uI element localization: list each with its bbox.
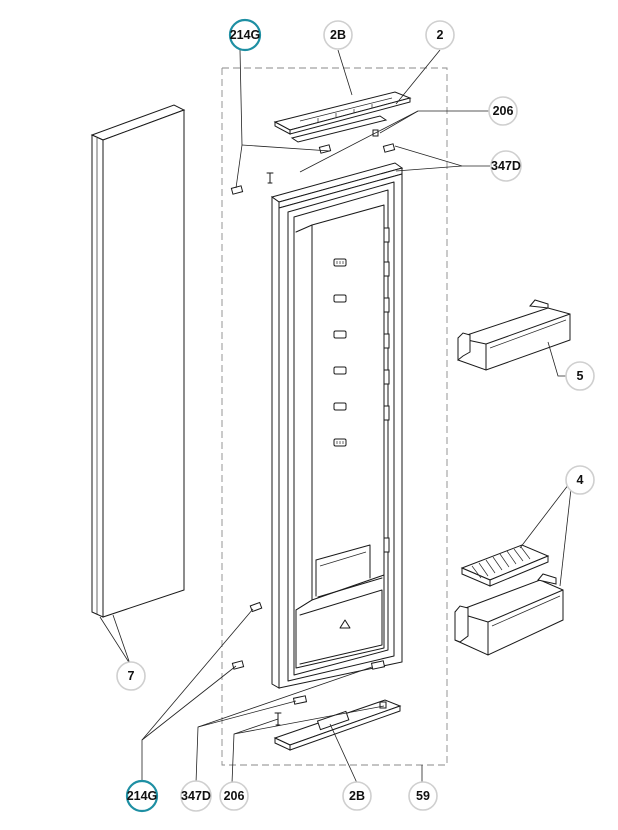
callout-label: 7 [128,669,135,683]
callout-label: 347D [181,789,211,803]
egg-tray-part-4 [460,544,550,587]
callout-206-bottom: 206 [219,781,249,811]
callout-label: 2B [349,789,365,803]
door-liner-part-59 [270,162,404,689]
callout-2b-bottom: 2B [342,781,372,811]
callout-label: 59 [416,789,430,803]
door-bin-part-4 [454,573,564,656]
callout-label: 2B [330,28,346,42]
callout-label: 4 [577,473,584,487]
top-hinge-cover-part-2b [273,91,412,143]
leader-lines [99,49,573,784]
callout-label: 206 [493,104,514,118]
bottom-hinge-cover-part-2b [273,699,402,751]
callout-label: 347D [491,159,521,173]
callout-206-right: 206 [488,96,518,126]
door-panel-part-7 [90,104,186,618]
callout-2b-top: 2B [323,20,353,50]
callout-347d-bottom: 347D [180,780,212,812]
callout-5: 5 [565,361,595,391]
callout-label: 206 [224,789,245,803]
assembly-boundary [221,67,448,766]
callout-214g-bottom: 214G [125,779,159,813]
callout-label: 2 [437,28,444,42]
callout-4: 4 [565,465,595,495]
callout-label: 5 [577,369,584,383]
door-bin-part-5 [457,299,571,371]
callout-label: 214G [230,28,261,42]
callout-214g-top: 214G [228,18,262,52]
callout-347d-right: 347D [490,150,522,182]
callout-59: 59 [408,781,438,811]
callout-2-top: 2 [425,20,455,50]
callout-7: 7 [116,661,146,691]
callout-label: 214G [127,789,158,803]
bottom-hardware [231,601,386,726]
